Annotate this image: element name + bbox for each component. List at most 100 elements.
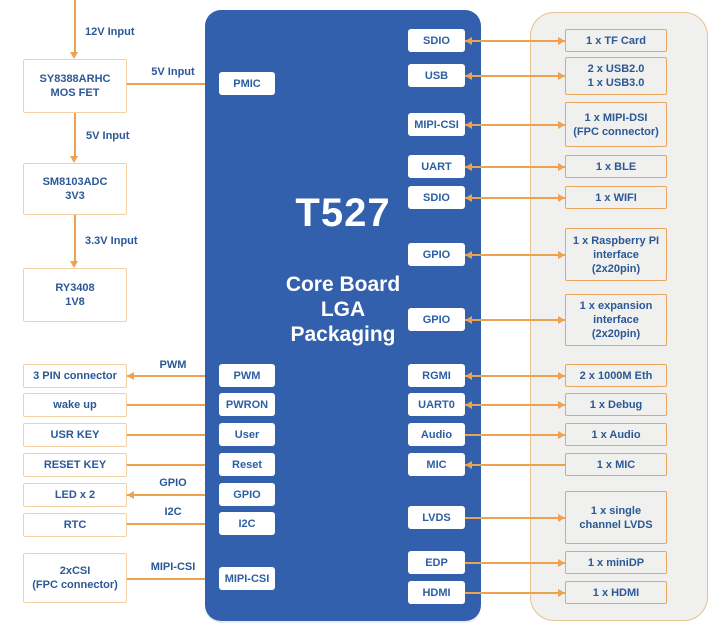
bus-label-gpio: GPIO <box>159 477 187 489</box>
wire-audio <box>465 434 565 436</box>
arrowhead-left-icon <box>465 163 472 171</box>
arrowhead-right-icon <box>558 37 565 45</box>
core-board-block: T527 Core Board LGA Packaging PMIC PWM P… <box>205 10 481 621</box>
port-mipi-csi-out: MIPI-CSI <box>408 113 465 136</box>
port-label: SDIO <box>423 34 450 47</box>
peripheral-label: 1 x Debug <box>589 398 643 411</box>
wire-mipi-csi <box>127 578 219 580</box>
arrowhead-left-icon <box>127 491 134 499</box>
node-label: wake up <box>53 399 97 411</box>
peripheral-label: 1 x miniDP <box>587 556 645 569</box>
peripheral-label: 1 x BLE <box>595 160 637 173</box>
wire-i2c <box>127 523 219 525</box>
arrowhead-left-icon <box>465 372 472 380</box>
peripheral-label: 1 x expansion interface (2x20pin) <box>579 300 653 340</box>
node-sy8388-mosfet: SY8388ARHC MOS FET <box>23 59 127 113</box>
wire-edp <box>465 562 565 564</box>
arrowhead-right-icon <box>558 163 565 171</box>
node-label: 2xCSI (FPC connector) <box>32 565 118 591</box>
peripheral-rpi-interface: 1 x Raspberry PI interface (2x20pin) <box>565 228 667 281</box>
peripheral-mic: 1 x MIC <box>565 453 667 476</box>
peripheral-label: 2 x USB2.0 1 x USB3.0 <box>587 63 645 89</box>
arrowhead-left-icon <box>465 316 472 324</box>
port-label: LVDS <box>422 511 451 524</box>
peripheral-label: 1 x HDMI <box>592 586 640 599</box>
port-edp: EDP <box>408 551 465 574</box>
port-pmic: PMIC <box>219 72 275 95</box>
wire-user <box>127 434 219 436</box>
arrowhead-right-icon <box>558 194 565 202</box>
wire-12v-input <box>74 0 76 52</box>
arrowhead-right-icon <box>558 121 565 129</box>
port-gpio-exp: GPIO <box>408 308 465 331</box>
port-label: EDP <box>425 556 448 569</box>
port-label: GPIO <box>422 248 451 261</box>
port-sdio-wifi: SDIO <box>408 186 465 209</box>
wire-eth <box>465 375 565 377</box>
wire-wifi <box>465 197 565 199</box>
port-i2c: I2C <box>219 512 275 535</box>
bus-label-pwm: PWM <box>159 359 187 371</box>
peripheral-label: 1 x Audio <box>591 428 641 441</box>
port-label: PMIC <box>233 77 261 90</box>
peripheral-debug: 1 x Debug <box>565 393 667 416</box>
peripheral-label: 1 x WIFI <box>595 191 637 204</box>
port-label: UART <box>421 160 452 173</box>
arrowhead-down-icon <box>70 261 78 268</box>
peripheral-label: 1 x MIPI-DSI (FPC connector) <box>573 111 659 138</box>
peripheral-eth: 2 x 1000M Eth <box>565 364 667 387</box>
port-usb: USB <box>408 64 465 87</box>
node-rtc: RTC <box>23 513 127 537</box>
wire-lvds <box>465 517 565 519</box>
port-gpio-led: GPIO <box>219 483 275 506</box>
port-label: I2C <box>238 517 256 530</box>
node-reset-key: RESET KEY <box>23 453 127 477</box>
port-label: RGMI <box>422 369 451 382</box>
label-12v-input: 12V Input <box>85 26 135 38</box>
port-mipi-csi-in: MIPI-CSI <box>219 567 275 590</box>
peripheral-mipi-dsi: 1 x MIPI-DSI (FPC connector) <box>565 102 667 147</box>
arrowhead-right-icon <box>558 559 565 567</box>
port-gpio-rpi: GPIO <box>408 243 465 266</box>
arrowhead-left-icon <box>465 72 472 80</box>
wire-debug <box>465 404 565 406</box>
port-audio: Audio <box>408 423 465 446</box>
node-label: SY8388ARHC MOS FET <box>39 73 111 99</box>
arrowhead-right-icon <box>558 514 565 522</box>
node-sm8103: SM8103ADC 3V3 <box>23 163 127 215</box>
port-label: GPIO <box>422 313 451 326</box>
arrowhead-left-icon <box>465 194 472 202</box>
wire-5v-pmic <box>127 83 212 85</box>
wire-expansion <box>465 319 565 321</box>
bus-label-mipi-csi: MIPI-CSI <box>150 561 196 573</box>
arrowhead-down-icon <box>70 156 78 163</box>
peripheral-usb: 2 x USB2.0 1 x USB3.0 <box>565 57 667 95</box>
peripheral-wifi: 1 x WIFI <box>565 186 667 209</box>
arrowhead-right-icon <box>558 316 565 324</box>
node-ry3408: RY3408 1V8 <box>23 268 127 322</box>
wire-rpi <box>465 254 565 256</box>
wire-hdmi <box>465 592 565 594</box>
peripheral-lvds: 1 x single channel LVDS <box>565 491 667 544</box>
node-label: SM8103ADC 3V3 <box>42 176 108 202</box>
node-label: RESET KEY <box>43 459 107 471</box>
port-label: MIPI-CSI <box>414 118 459 131</box>
port-label: Audio <box>420 428 453 441</box>
port-label: MIPI-CSI <box>224 572 270 585</box>
arrowhead-left-icon <box>465 251 472 259</box>
wire-pwron <box>127 404 219 406</box>
label-3v3-input: 3.3V Input <box>85 235 138 247</box>
wire-mic <box>465 464 565 466</box>
peripheral-tf-card: 1 x TF Card <box>565 29 667 52</box>
peripheral-label: 1 x Raspberry PI interface (2x20pin) <box>572 234 660 275</box>
port-lvds: LVDS <box>408 506 465 529</box>
peripheral-label: 1 x single channel LVDS <box>579 504 653 531</box>
core-subtitle: Core Board LGA Packaging <box>285 273 401 346</box>
bus-label-i2c: I2C <box>164 506 182 518</box>
peripheral-label: 2 x 1000M Eth <box>579 369 653 382</box>
peripheral-ble: 1 x BLE <box>565 155 667 178</box>
port-rgmi: RGMI <box>408 364 465 387</box>
port-label: Reset <box>232 458 262 471</box>
port-uart: UART <box>408 155 465 178</box>
arrowhead-right-icon <box>558 431 565 439</box>
